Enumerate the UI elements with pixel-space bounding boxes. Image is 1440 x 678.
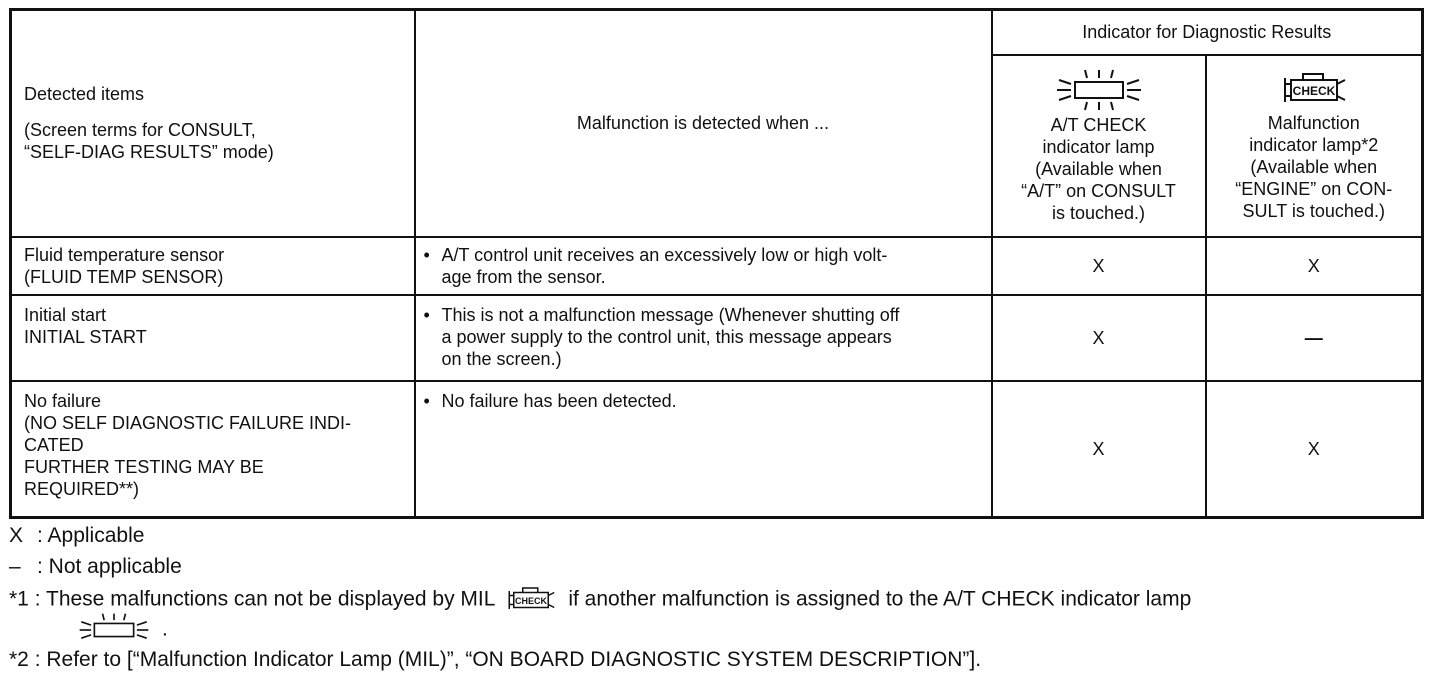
row-at-check-mark: X [990,235,1207,296]
header-indicator-group: Indicator for Diagnostic Results [990,8,1424,56]
row-at-check-mark: X [990,293,1207,382]
table-row: Fluid temperature sensor (FLUID TEMP SEN… [9,235,1424,296]
diagnostic-table: Detected items (Screen terms for CONSULT… [9,8,1425,519]
row-item: Fluid temperature sensor (FLUID TEMP SEN… [9,235,416,296]
legend-applicable: X: Applicable [9,524,145,547]
svg-text:CHECK: CHECK [515,596,548,606]
row-at-check-mark: X [990,379,1207,519]
check-engine-icon: CHECK [508,587,556,609]
row-malfunction: • No failure has been detected. [413,379,993,519]
row-item: No failure (NO SELF DIAGNOSTIC FAILURE I… [9,379,416,519]
at-check-lamp-icon [1056,69,1141,110]
table-row: Initial start INITIAL START • This is no… [9,293,1424,382]
row-mil-mark: X [1204,379,1424,519]
table-row: No failure (NO SELF DIAGNOSTIC FAILURE I… [9,379,1424,519]
legend-note-1-lamp: . [66,612,168,648]
header-mil: CHECK Malfunction indicator lamp*2 (Avai… [1204,53,1424,238]
row-malfunction: • A/T control unit receives an excessive… [413,235,993,296]
at-check-lamp-icon [79,613,149,639]
svg-text:CHECK: CHECK [1292,84,1335,98]
row-malfunction: • This is not a malfunction message (Whe… [413,293,993,382]
row-mil-mark: — [1204,293,1424,382]
row-mil-mark: X [1204,235,1424,296]
header-detected-items: Detected items (Screen terms for CONSULT… [9,8,416,238]
header-malfunction: Malfunction is detected when ... [413,8,993,238]
legend-note-1: *1 : These malfunctions can not be displ… [9,585,1191,615]
legend-not-applicable: –: Not applicable [9,555,182,578]
header-at-check: A/T CHECK indicator lamp (Available when… [990,53,1207,238]
legend-note-2: *2 : Refer to [“Malfunction Indicator La… [9,648,982,671]
row-item: Initial start INITIAL START [9,293,416,382]
check-engine-icon: CHECK [1283,72,1346,102]
